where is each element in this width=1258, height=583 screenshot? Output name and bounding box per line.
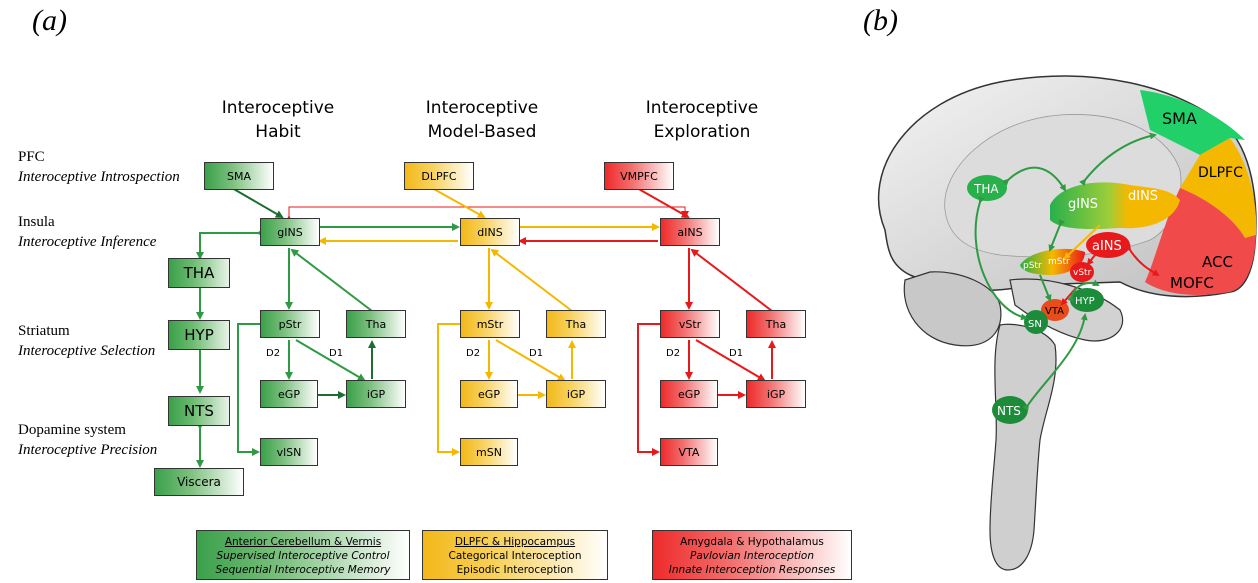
legend-habit: Anterior Cerebellum & Vermis Supervised … xyxy=(196,530,410,580)
legend-line: Sequential Interoceptive Memory xyxy=(215,564,391,576)
brain-label-acc: ACC xyxy=(1202,253,1233,271)
brain-label-tha: THA xyxy=(973,182,999,196)
node-hyp: HYP xyxy=(168,320,230,350)
node-igp-habit: iGP xyxy=(346,380,406,408)
row-label-pfc: PFC Interoceptive Introspection xyxy=(18,147,180,187)
legend-title: DLPFC & Hippocampus xyxy=(454,536,576,548)
column-heading-model: Interoceptive Model-Based xyxy=(392,96,572,144)
d2-label: D2 xyxy=(266,348,280,359)
node-dins: dINS xyxy=(460,218,520,246)
node-vlsn: vlSN xyxy=(260,438,318,466)
brain-label-nts: NTS xyxy=(997,404,1021,418)
column-heading-line: Exploration xyxy=(653,122,751,142)
node-egp-habit: eGP xyxy=(260,380,318,408)
row-title: Dopamine system xyxy=(18,422,126,438)
row-label-insula: Insula Interoceptive Inference xyxy=(18,212,156,252)
node-ains: aINS xyxy=(660,218,720,246)
node-sma: SMA xyxy=(204,162,274,190)
row-subtitle: Interoceptive Introspection xyxy=(18,169,180,185)
node-vstr: vStr xyxy=(660,310,720,338)
node-tha: THA xyxy=(168,258,230,288)
node-gins: gINS xyxy=(260,218,320,246)
brain-label-dlpfc: DLPFC xyxy=(1198,165,1243,181)
node-tha-explore: Tha xyxy=(746,310,806,338)
tha-node xyxy=(967,175,1007,201)
node-igp-model: iGP xyxy=(546,380,606,408)
temporal-lobe xyxy=(903,271,1002,347)
legend-title: Amygdala & Hypothalamus xyxy=(680,536,824,548)
column-heading-line: Interoceptive xyxy=(425,98,539,118)
nts-node xyxy=(992,396,1028,424)
panel-b-label: (b) xyxy=(863,4,898,37)
row-subtitle: Interoceptive Inference xyxy=(18,234,157,250)
d1-label: D1 xyxy=(329,348,343,359)
legend-line: Episodic Interoception xyxy=(456,564,574,576)
legend-title: Anterior Cerebellum & Vermis xyxy=(224,536,382,548)
insula-region xyxy=(1050,182,1180,230)
brain-label-vstr: vStr xyxy=(1073,268,1092,278)
column-heading-line: Habit xyxy=(255,122,301,142)
legend-line: Innate Interoception Responses xyxy=(668,564,836,576)
legend-line: Categorical Interoception xyxy=(448,550,582,562)
node-mstr: mStr xyxy=(460,310,520,338)
column-heading-line: Model-Based xyxy=(427,122,537,142)
node-nts: NTS xyxy=(168,396,230,426)
brain-label-vta: VTA xyxy=(1045,306,1064,317)
column-heading-line: Interoceptive xyxy=(221,98,335,118)
row-title: Insula xyxy=(18,214,55,230)
row-subtitle: Interoceptive Precision xyxy=(18,442,158,458)
brain-illustration: SMA DLPFC ACC MOFC gINS dINS aINS THA pS… xyxy=(877,75,1257,571)
row-title: PFC xyxy=(18,149,45,165)
brainstem xyxy=(989,323,1057,571)
legend-exploration: Amygdala & Hypothalamus Pavlovian Intero… xyxy=(652,530,852,580)
d2-label: D2 xyxy=(666,348,680,359)
d1-label: D1 xyxy=(729,348,743,359)
node-dlpfc: DLPFC xyxy=(404,162,474,190)
node-vta: VTA xyxy=(660,438,718,466)
row-label-dopamine: Dopamine system Interoceptive Precision xyxy=(18,420,157,460)
node-viscera: Viscera xyxy=(154,468,244,496)
node-pstr: pStr xyxy=(260,310,320,338)
legend-line: Pavlovian Interoception xyxy=(690,550,814,562)
brain-label-sma: SMA xyxy=(1162,109,1197,128)
node-vmpfc: VMPFC xyxy=(604,162,674,190)
sma-region xyxy=(1140,90,1245,155)
brain-label-ains: aINS xyxy=(1092,239,1122,254)
brain-label-mstr: mStr xyxy=(1048,257,1070,267)
row-subtitle: Interoceptive Selection xyxy=(18,343,156,359)
d1-label: D1 xyxy=(529,348,543,359)
brain-label-gins: gINS xyxy=(1068,197,1098,212)
column-heading-line: Interoceptive xyxy=(645,98,759,118)
node-msn: mSN xyxy=(460,438,518,466)
ains-region xyxy=(1086,232,1130,258)
d2-label: D2 xyxy=(466,348,480,359)
dlpfc-region xyxy=(1180,138,1257,238)
node-egp-explore: eGP xyxy=(660,380,718,408)
node-tha-model: Tha xyxy=(546,310,606,338)
brain-label-mofc: MOFC xyxy=(1170,274,1214,292)
column-heading-habit: Interoceptive Habit xyxy=(188,96,368,144)
node-igp-explore: iGP xyxy=(746,380,806,408)
column-heading-exploration: Interoceptive Exploration xyxy=(612,96,792,144)
node-egp-model: eGP xyxy=(460,380,518,408)
legend-model: DLPFC & Hippocampus Categorical Interoce… xyxy=(422,530,608,580)
brain-label-dins: dINS xyxy=(1128,189,1158,204)
brain-label-pstr: pStr xyxy=(1023,261,1042,271)
brain-label-sn: SN xyxy=(1028,319,1042,330)
node-tha-habit: Tha xyxy=(346,310,406,338)
row-title: Striatum xyxy=(18,323,70,339)
vstr-region xyxy=(1070,262,1094,282)
row-label-striatum: Striatum Interoceptive Selection xyxy=(18,321,155,361)
panel-a-label: (a) xyxy=(32,4,67,37)
brain-label-hyp: HYP xyxy=(1075,296,1095,307)
legend-line: Supervised Interoceptive Control xyxy=(216,550,390,562)
acc-mofc-region xyxy=(1145,188,1256,295)
